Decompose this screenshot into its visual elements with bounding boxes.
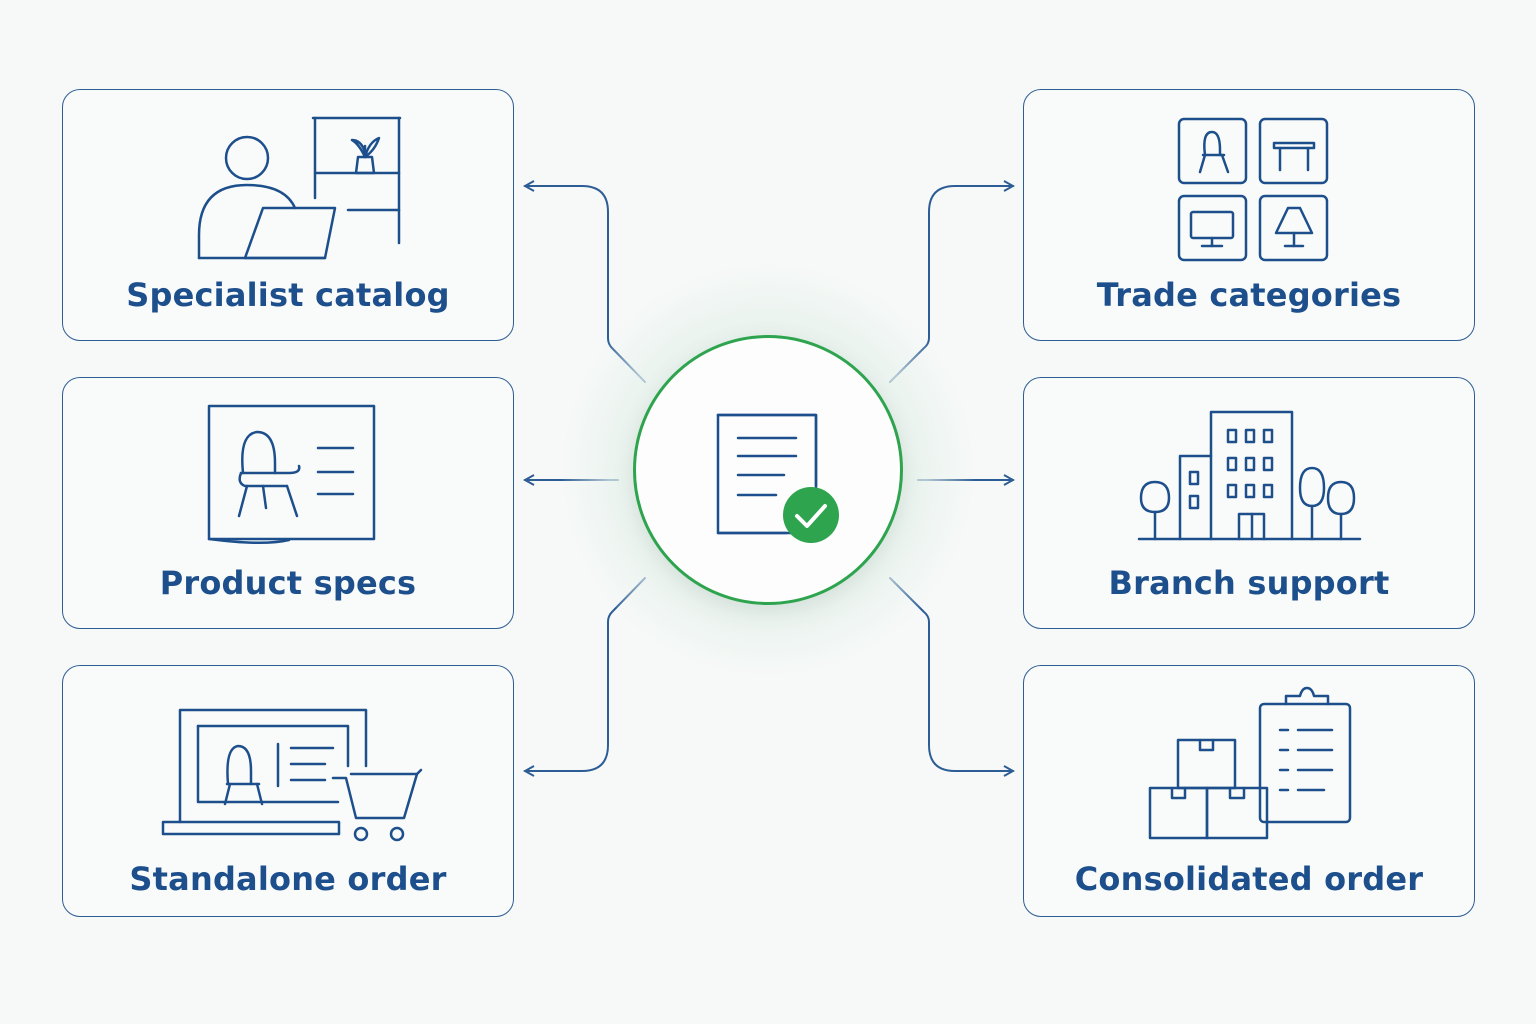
card-branch-support[interactable]: Branch support — [1023, 377, 1475, 629]
building-trees-icon — [1137, 410, 1362, 541]
card-label: Trade categories — [1096, 276, 1402, 314]
card-consolidated-order[interactable]: Consolidated order — [1023, 665, 1475, 917]
furniture-grid-icon — [1177, 117, 1329, 262]
card-label: Product specs — [159, 564, 417, 602]
connector-consolidated-order — [889, 577, 1013, 771]
card-standalone-order[interactable]: Standalone order — [62, 665, 514, 917]
card-label: Branch support — [1108, 564, 1390, 602]
chair-spec-sheet-icon — [207, 404, 376, 545]
person-laptop-icon — [197, 116, 402, 260]
central-hub — [633, 335, 903, 605]
connector-standalone-order — [525, 577, 646, 771]
card-product-specs[interactable]: Product specs — [62, 377, 514, 629]
card-label: Specialist catalog — [126, 276, 450, 314]
laptop-cart-icon — [161, 708, 423, 842]
card-trade-categories[interactable]: Trade categories — [1023, 89, 1475, 341]
card-label: Standalone order — [129, 860, 447, 898]
boxes-clipboard-icon — [1148, 686, 1352, 840]
document-check-icon — [716, 413, 839, 543]
card-specialist-catalog[interactable]: Specialist catalog — [62, 89, 514, 341]
card-label: Consolidated order — [1074, 860, 1424, 898]
